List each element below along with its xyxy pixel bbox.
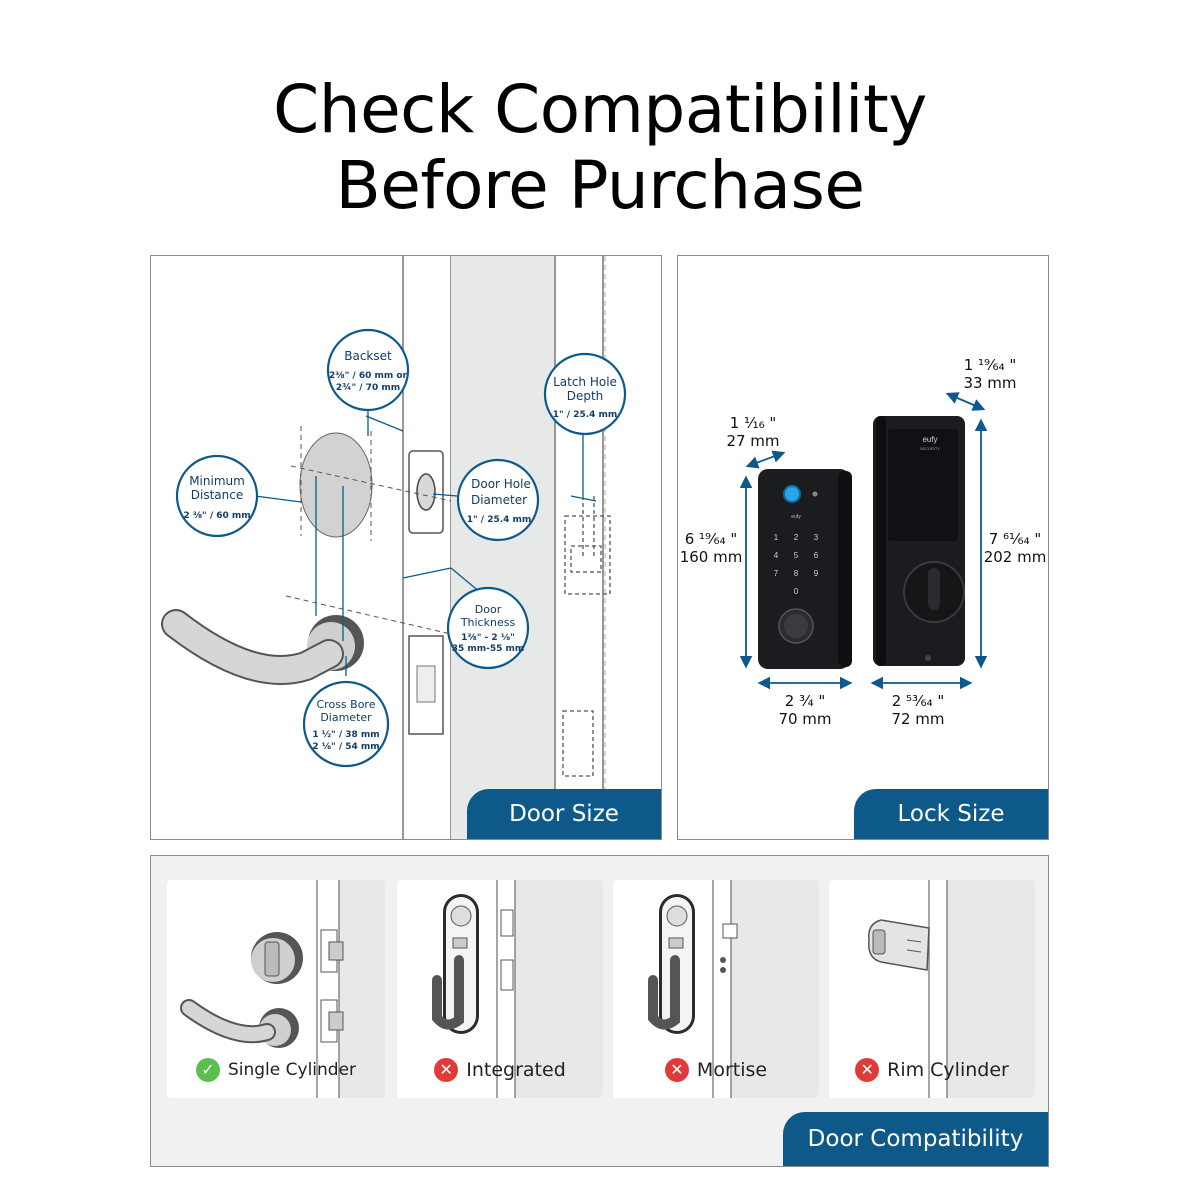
depth-inner-label: 1 ¹⁄₁₆ " 27 mm [708, 414, 798, 450]
width-inner-mm: 72 mm [891, 710, 945, 728]
height-outer-mm: 160 mm [679, 548, 743, 566]
width-outer-frac: 2 ³⁄₄ " [784, 692, 826, 710]
keypad-key: 5 [794, 551, 799, 560]
integrated-illustration [432, 880, 603, 1098]
keypad: 1 2 3 4 5 6 7 8 9 0 [774, 533, 819, 596]
door-thickness-value-1: 1⅜" - 2 ⅛" [461, 633, 515, 643]
door-thickness-title-2: Thickness [460, 616, 516, 629]
lock-diagram: eufy 1 2 3 4 5 6 7 8 9 0 eufy SECURITY [739, 392, 988, 690]
width-outer-label: 2 ³⁄₄ " 70 mm [760, 692, 850, 728]
single-cylinder-illustration [180, 880, 385, 1098]
page-title-line-2: Before Purchase [335, 147, 865, 224]
door-size-panel: Backset 2⅜" / 60 mm or 2¾" / 70 mm Minim… [150, 255, 662, 840]
depth-outer-mm: 33 mm [963, 374, 1017, 392]
door-hole-diameter-value: 1" / 25.4 mm [467, 515, 532, 525]
compat-text-mortise: Mortise [696, 1059, 768, 1081]
cross-bore-title-2: Diameter [320, 711, 372, 724]
keypad-key: 6 [814, 551, 819, 560]
latch-hole-depth-title-1: Latch Hole [553, 375, 617, 389]
width-inner-frac: 2 ⁵³⁄₆₄ " [891, 692, 945, 710]
minimum-distance-title-2: Distance [191, 488, 243, 502]
latch-hole-depth-value: 1" / 25.4 mm [553, 410, 618, 420]
compat-text-rim-cylinder: Rim Cylinder [887, 1059, 1009, 1081]
keypad-key: 3 [814, 533, 819, 542]
width-inner-label: 2 ⁵³⁄₆₄ " 72 mm [873, 692, 963, 728]
door-hole-diameter-title-1: Door Hole [471, 477, 531, 491]
check-icon: ✓ [195, 1058, 220, 1082]
minimum-distance-title-1: Minimum [189, 474, 245, 488]
door-size-tag: Door Size [467, 789, 661, 839]
compat-card-single-cylinder: ✓ Single Cylinder [167, 880, 385, 1098]
compat-card-mortise: ✕ Mortise [613, 880, 819, 1098]
depth-inner-mm: 27 mm [726, 432, 780, 450]
keypad-key: 9 [814, 569, 819, 578]
compat-label-integrated: ✕ Integrated [397, 1058, 603, 1082]
door-compatibility-tag: Door Compatibility [783, 1112, 1048, 1166]
door-hole-diameter-title-2: Diameter [471, 493, 527, 507]
page-title: Check Compatibility Before Purchase [0, 72, 1200, 224]
width-outer-mm: 70 mm [778, 710, 832, 728]
compat-card-integrated: ✕ Integrated [397, 880, 603, 1098]
depth-outer-label: 1 ¹⁹⁄₆₄ " 33 mm [940, 356, 1040, 392]
eufy-logo-text: eufy [922, 435, 937, 444]
keypad-key: 8 [794, 569, 799, 578]
lock-size-panel: eufy 1 2 3 4 5 6 7 8 9 0 eufy SECURITY 1 ¹⁹⁄₆₄ " … [677, 255, 1049, 840]
eufy-logo-subtext: SECURITY [920, 446, 941, 451]
compat-label-rim-cylinder: ✕ Rim Cylinder [829, 1058, 1035, 1082]
height-inner-label: 7 ⁶¹⁄₆₄ " 202 mm [982, 530, 1048, 566]
keypad-key: 1 [774, 533, 779, 542]
door-thickness-value-2: 35 mm-55 mm [452, 644, 525, 654]
cross-bore-title-1: Cross Bore [317, 698, 376, 711]
backset-value-1: 2⅜" / 60 mm or [329, 371, 408, 381]
lock-size-tag: Lock Size [854, 789, 1048, 839]
minimum-distance-value: 2 ⅜" / 60 mm [183, 511, 250, 521]
keypad-key: 2 [794, 533, 799, 542]
backset-value-2: 2¾" / 70 mm [336, 383, 400, 393]
cross-bore-value-1: 1 ½" / 38 mm [312, 729, 379, 740]
compat-card-rim-cylinder: ✕ Rim Cylinder [829, 880, 1035, 1098]
compat-label-mortise: ✕ Mortise [613, 1058, 819, 1082]
depth-outer-frac: 1 ¹⁹⁄₆₄ " [963, 356, 1017, 374]
height-outer-frac: 6 ¹⁹⁄₆₄ " [684, 530, 738, 548]
keypad-key: 7 [774, 569, 779, 578]
door-thickness-title-1: Door [475, 603, 502, 616]
height-inner-frac: 7 ⁶¹⁄₆₄ " [988, 530, 1042, 548]
door-compatibility-panel: ✓ Single Cylinder ✕ Integrated [150, 855, 1049, 1167]
compat-text-single-cylinder: Single Cylinder [227, 1060, 357, 1080]
mortise-illustration [648, 880, 819, 1098]
compat-text-integrated: Integrated [466, 1059, 566, 1081]
rim-cylinder-illustration [868, 880, 1035, 1098]
compat-label-single-cylinder: ✓ Single Cylinder [167, 1058, 385, 1082]
latch-hole-depth-title-2: Depth [567, 389, 604, 403]
page-title-line-1: Check Compatibility [273, 71, 927, 148]
keypad-key: 0 [794, 587, 799, 596]
cross-icon: ✕ [664, 1058, 689, 1082]
cross-bore-value-2: 2 ⅛" / 54 mm [312, 742, 379, 752]
cross-icon: ✕ [855, 1058, 880, 1082]
door-size-diagram: Backset 2⅜" / 60 mm or 2¾" / 70 mm Minim… [161, 256, 627, 839]
height-outer-label: 6 ¹⁹⁄₆₄ " 160 mm [678, 530, 744, 566]
keypad-key: 4 [774, 551, 779, 560]
depth-inner-frac: 1 ¹⁄₁₆ " [729, 414, 777, 432]
cross-icon: ✕ [434, 1058, 459, 1082]
svg-text:eufy: eufy [791, 514, 801, 520]
height-inner-mm: 202 mm [983, 548, 1047, 566]
backset-title: Backset [344, 349, 392, 363]
